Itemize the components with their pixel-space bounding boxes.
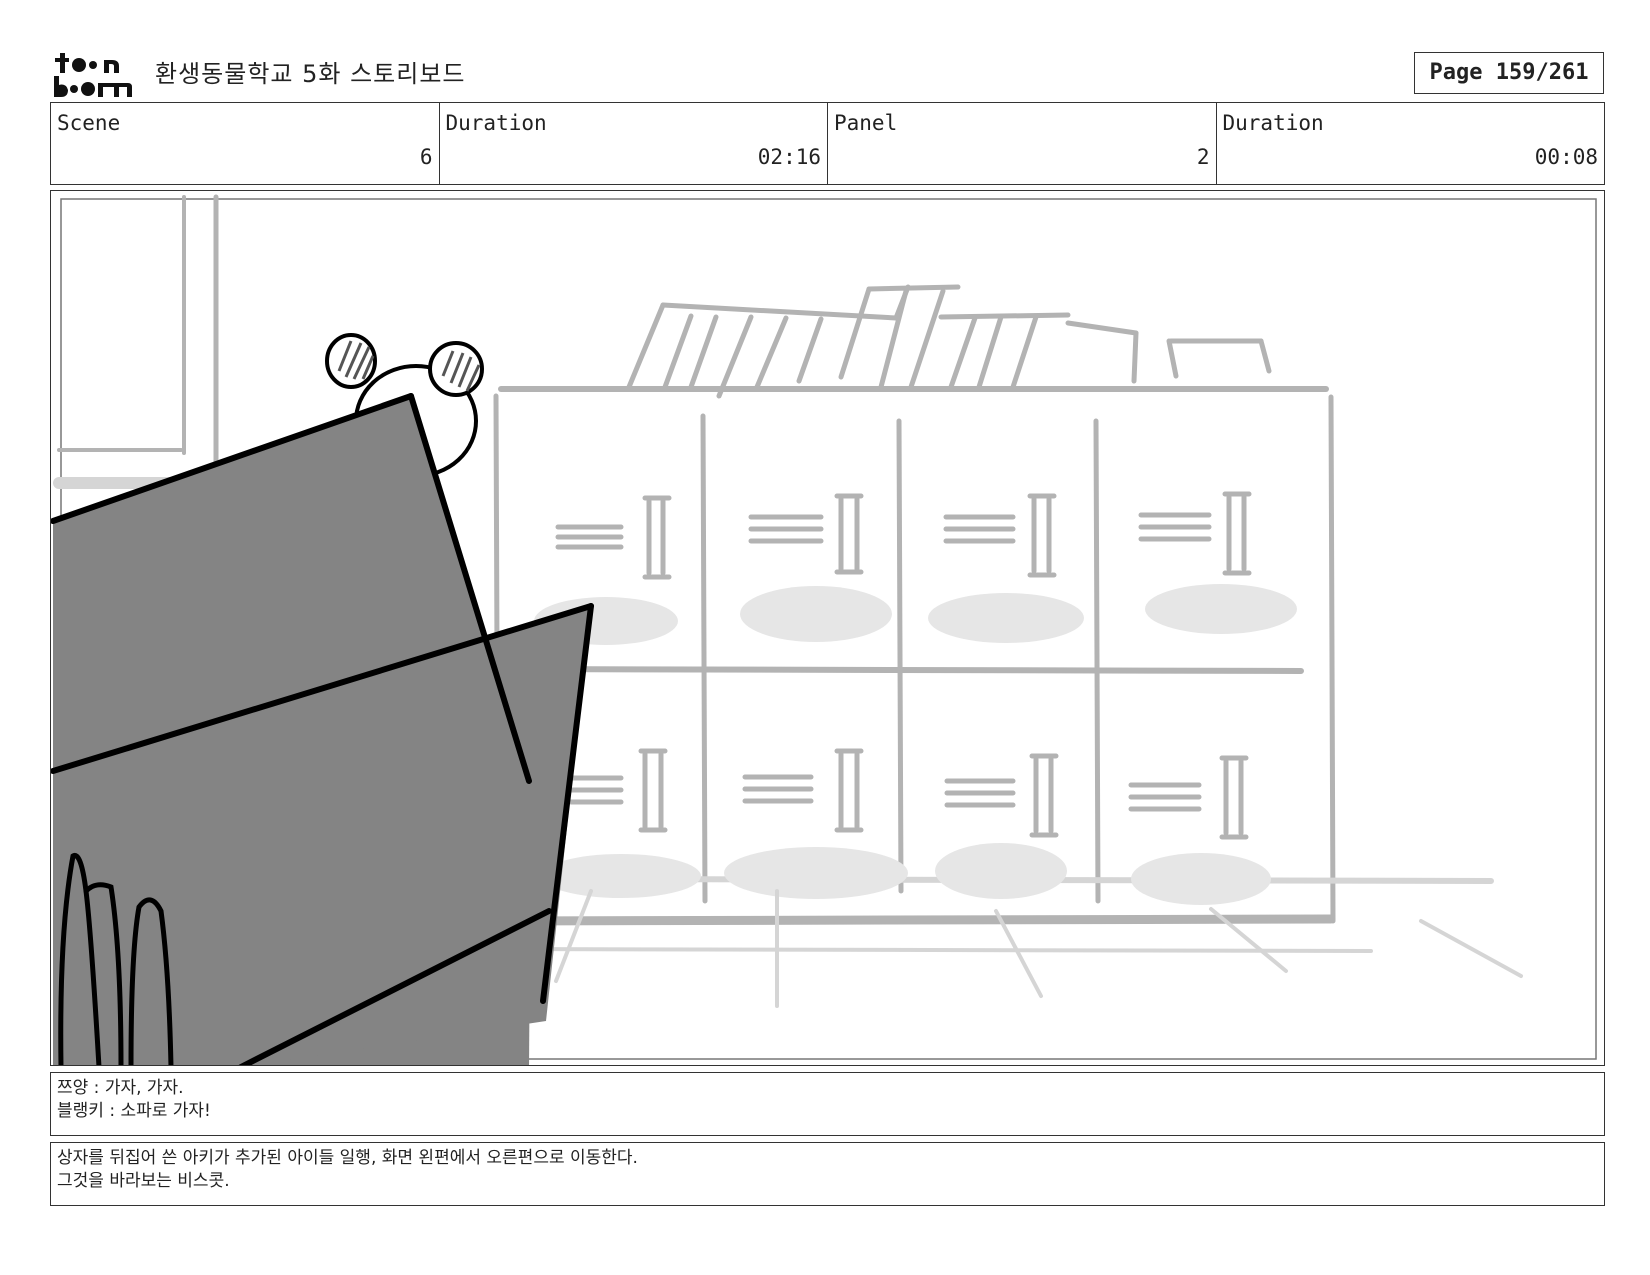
panel-sketch [51, 194, 1597, 1065]
scene-duration-cell: Duration 02:16 [440, 103, 828, 184]
dialog-line: 쯔양 : 가자, 가자. [57, 1078, 184, 1098]
scene-duration-value: 02:16 [757, 145, 821, 169]
scene-cell: Scene 6 [51, 103, 440, 184]
page-number: Page 159/261 [1414, 52, 1604, 94]
window-sketch [53, 194, 219, 489]
scene-duration-label: Duration [445, 111, 547, 135]
panel-cell: Panel 2 [828, 103, 1217, 184]
box-sketch [51, 393, 594, 1065]
toon-boom-logo [52, 52, 134, 98]
books-sketch [626, 284, 1272, 399]
action-notes: 상자를 뒤집어 쓴 아키가 추가된 아이들 일행, 화면 왼편에서 오른편으로 … [50, 1142, 1605, 1206]
shadow-blobs [534, 584, 1297, 905]
panel-value: 2 [1196, 145, 1210, 169]
panel-label: Panel [834, 111, 898, 135]
panel-duration-value: 00:08 [1534, 145, 1598, 169]
action-line: 그것을 바라보는 비스콧. [57, 1171, 230, 1191]
scene-info-table: Scene 6 Duration 02:16 Panel 2 Duration … [50, 102, 1605, 185]
dialog-box: 쯔양 : 가자, 가자. 블랭키 : 소파로 가자! [50, 1072, 1605, 1136]
storyboard-panel [50, 190, 1605, 1066]
document-title: 환생동물학교 5화 스토리보드 [155, 60, 466, 88]
dialog-line: 블랭키 : 소파로 가자! [57, 1101, 211, 1121]
scene-label: Scene [57, 111, 121, 135]
locker-handles-top [555, 491, 1252, 580]
panel-duration-cell: Duration 00:08 [1217, 103, 1605, 184]
scene-value: 6 [419, 145, 433, 169]
floor-lines [554, 889, 1523, 1008]
panel-duration-label: Duration [1222, 111, 1324, 135]
locker-handles-bottom [568, 748, 1249, 840]
action-line: 상자를 뒤집어 쓴 아키가 추가된 아이들 일행, 화면 왼편에서 오른편으로 … [57, 1148, 638, 1168]
